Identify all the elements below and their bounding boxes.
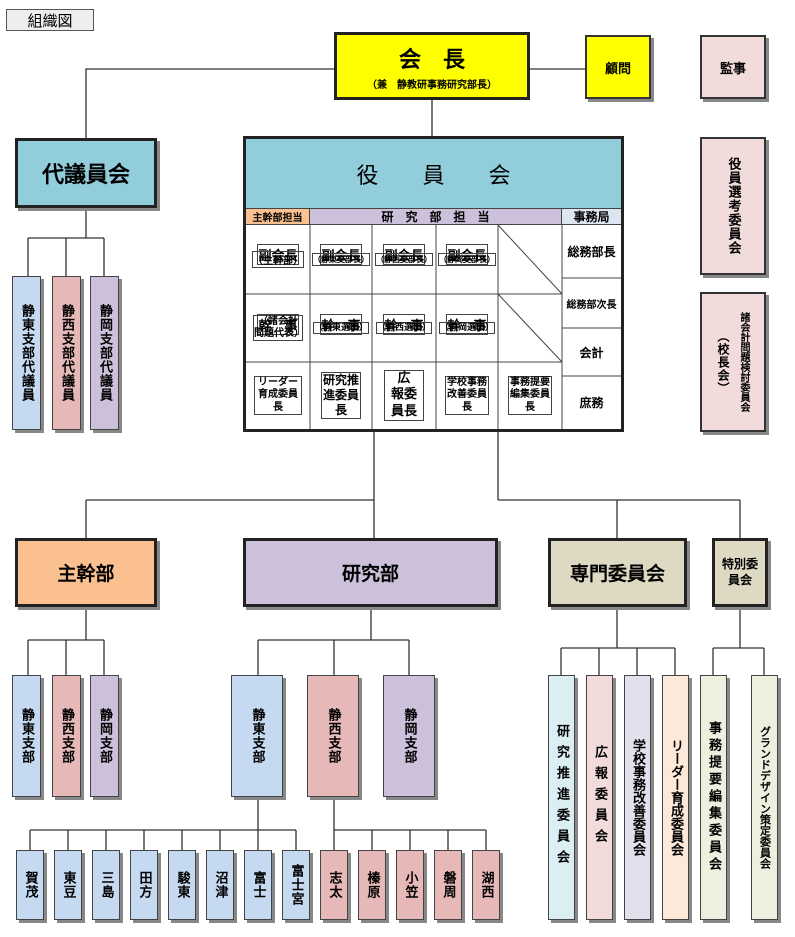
board-box: 役 員 会 主幹部担当 研 究 部 担 当 事務局 副会長（主幹部）副会長（静東… [243,136,624,432]
research-branch-1: 静西支部 [307,675,359,797]
research-branch-2: 静岡支部 [383,675,435,797]
chair-cell-2: 広 報委員長 [372,362,436,429]
vp-cell-2: 副会長（静西支部長） [372,225,436,294]
chair-label-0: リーダー育成委員長 [254,375,302,416]
extra-committees-label: 特別委員会 [721,556,758,587]
sec-cell-3: 幹 事（静岡選出） [436,294,498,362]
header-shukanbu: 主幹部担当 [246,209,310,225]
seito-unit-4: 駿東 [168,850,196,920]
seito-unit-6: 富士 [244,850,272,920]
sec-title-0: 幹 事 [257,313,299,335]
seisei-unit-3: 磐周 [434,850,462,920]
seito-unit-5: 沼津 [206,850,234,920]
vp-cell-3: 副会長（静岡支部長） [436,225,498,294]
chair-cell-3: 学校事務改善委員長 [436,362,498,429]
special-committee-3: リーダー育成委員会 [662,675,689,920]
main-branch-2: 静岡支部 [90,675,119,797]
vp-cell-1: 副会長（静東支部長） [310,225,372,294]
president-sub: （兼 静教研事務研究部長） [367,79,497,91]
vp-title-1: 副会長 [320,244,362,265]
board-title: 役 員 会 [246,139,621,209]
extra-committee-1: グランドデザイン策定委員会 [751,675,778,920]
secretariat-0: 総務部長 [567,245,616,259]
board-grid [246,224,621,429]
secretariat-3: 庶務 [579,396,604,410]
chair-cell-1: 研究推進委員長 [310,362,372,429]
secretariat-2: 会計 [579,345,604,360]
auditor-box: 監事 [700,35,766,99]
seito-unit-2: 三島 [92,850,120,920]
sec-role-1: （静東選出） [312,321,369,335]
main-branch-1: 静西支部 [52,675,81,797]
main-dept-box: 主幹部 [15,538,157,607]
advisor-box: 顧問 [585,35,651,99]
sec-cell-1: 幹 事（静東選出） [310,294,372,362]
seito-unit-1: 東豆 [54,850,82,920]
president-label: 会 長 [398,47,465,73]
vp-role-3: （静岡支部長） [438,253,496,266]
delegate-0: 静東支部代議員 [12,276,41,430]
special-committees-box: 専門委員会 [548,538,687,607]
accounting-committee-main: 諸会計問題検討委員会 [738,312,749,412]
special-committee-0: 研究推進委員会 [548,675,575,920]
seisei-unit-0: 志太 [320,850,348,920]
header-jimukyoku: 事務局 [562,209,621,225]
sec-role-0: （諸会計問題代表） [253,315,304,341]
extra-committee-0: 事務提要編集委員会 [700,675,727,920]
chair-cell-4: 事務提要編集委員長 [498,362,562,429]
chair-label-3: 学校事務改善委員長 [445,375,489,416]
seisei-unit-1: 榛原 [358,850,386,920]
sec-cell-2: 幹 事（静西選出） [372,294,436,362]
research-dept-box: 研究部 [243,538,498,607]
seito-unit-7: 富士宮 [282,850,310,920]
seisei-unit-2: 小笠 [396,850,424,920]
chair-cell-0: リーダー育成委員長 [246,362,310,429]
vp-title-3: 副会長 [446,244,488,265]
chair-label-1: 研究推進委員長 [321,372,361,419]
main-branch-0: 静東支部 [12,675,41,797]
vp-role-1: （静東支部長） [312,253,370,266]
vp-role-2: （静西支部長） [375,253,433,266]
chair-label-2: 広 報委員長 [384,370,424,421]
sec-cell-0: 幹 事（諸会計問題代表） [246,294,310,362]
vp-title-0: 副会長 [257,244,299,265]
president-box: 会 長 （兼 静教研事務研究部長） [334,32,530,100]
sec-role-2: （静西選出） [375,321,432,335]
research-branch-0: 静東支部 [231,675,283,797]
chart-title: 組織図 [6,9,94,31]
special-committee-1: 広報委員会 [586,675,613,920]
seito-unit-0: 賀茂 [16,850,44,920]
seito-unit-3: 田方 [130,850,158,920]
header-kenkyubu: 研 究 部 担 当 [310,209,562,225]
vp-cell-0: 副会長（主幹部） [246,225,310,294]
delegate-2: 静岡支部代議員 [90,276,119,430]
vp-title-2: 副会長 [383,244,425,265]
accounting-committee-sub: （校長会） [716,329,730,395]
vp-role-0: （主幹部） [252,251,304,268]
special-committee-2: 学校事務改善委員会 [624,675,651,920]
accounting-committee-box: （校長会） 諸会計問題検討委員会 [700,292,766,432]
delegate-1: 静西支部代議員 [52,276,81,430]
chair-label-4: 事務提要編集委員長 [508,375,552,416]
officer-selection-committee: 役員選考委員会 [700,137,766,275]
delegates-council-box: 代議員会 [15,138,157,208]
sec-role-3: （静岡選出） [438,321,495,335]
seisei-unit-4: 湖西 [472,850,500,920]
extra-committees-box: 特別委員会 [712,538,768,607]
secretariat-1: 総務部次長 [566,299,617,311]
